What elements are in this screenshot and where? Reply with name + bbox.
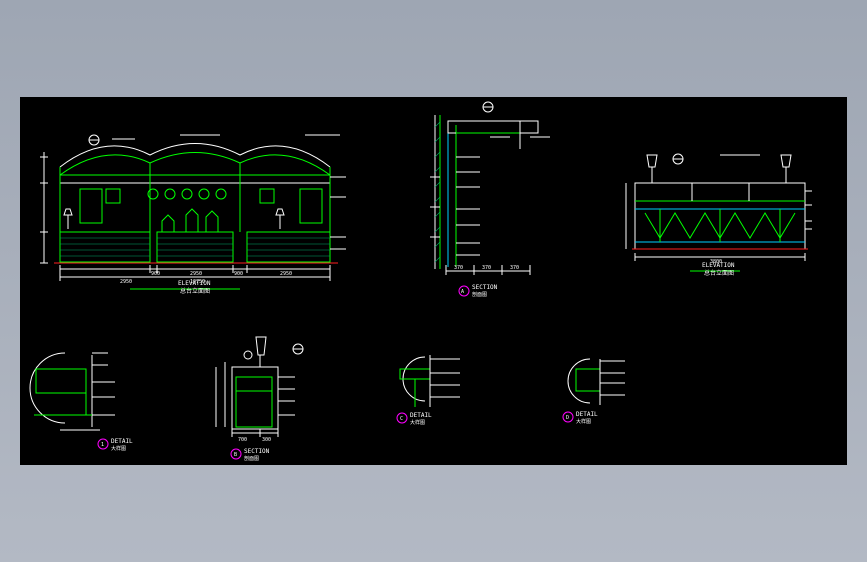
section-b — [215, 336, 295, 437]
section-a-top-marker-icon — [482, 101, 494, 113]
detail-c-title: DETAIL — [410, 412, 432, 419]
elev1-total: 10750 — [190, 279, 205, 285]
elev1-dim-3: 2950 — [190, 271, 202, 277]
section-a — [430, 115, 550, 275]
section-b-subtitle: 剖面图 — [244, 455, 259, 462]
elev1-dim-2: 900 — [151, 271, 160, 277]
detail-1-subtitle: 大样图 — [111, 445, 126, 452]
elev1-title: ELEVATION — [178, 280, 211, 287]
detail-d — [567, 358, 625, 405]
section-b-title: SECTION — [244, 448, 270, 455]
elev2-dim: 3800 — [710, 259, 722, 265]
detail-1 — [29, 352, 115, 431]
elev1-dim-4: 900 — [234, 271, 243, 277]
cad-drawing: 2950 900 2950 900 2950 10750 ELEVATION 总… — [29, 101, 812, 462]
elev1-dim-5: 2950 — [280, 271, 292, 277]
section-a-dim-3: 370 — [510, 265, 519, 271]
section-a-dim-2: 370 — [482, 265, 491, 271]
elevation-2 — [625, 154, 812, 272]
detail-1-title: DETAIL — [111, 438, 133, 445]
section-a-title: SECTION — [472, 284, 498, 291]
elev1-dim-1: 2950 — [120, 279, 132, 285]
counter-lattice — [60, 237, 330, 257]
section-b-marker-letter: B — [234, 452, 237, 458]
elev2-title: ELEVATION — [702, 262, 735, 269]
detail-c — [399, 355, 460, 407]
section-b-dim-2: 300 — [262, 437, 271, 443]
section-b-dim-1: 700 — [238, 437, 247, 443]
section-b-marker: B — [230, 448, 242, 460]
section-a-dim-1: 370 — [454, 265, 463, 271]
section-a-hatch — [434, 121, 441, 263]
detail-c-subtitle: 大样图 — [410, 419, 425, 426]
elevation-1 — [40, 134, 346, 290]
elev2-subtitle: 总台立面图 — [704, 269, 734, 277]
detail-c-marker: C — [396, 412, 408, 424]
section-a-subtitle: 剖面图 — [472, 291, 487, 298]
section-a-marker: A — [458, 285, 470, 297]
elev1-subtitle: 总台立面图 — [180, 287, 210, 295]
elevation-2-marker-icon — [672, 153, 684, 165]
detail-1-marker: 1 — [97, 438, 109, 450]
detail-d-subtitle: 大样图 — [576, 418, 591, 425]
section-a-marker-letter: A — [461, 289, 464, 295]
drawing-canvas[interactable]: 2950 900 2950 900 2950 10750 ELEVATION 总… — [20, 97, 847, 465]
detail-c-marker-letter: C — [400, 416, 403, 422]
section-marker-icon — [88, 134, 100, 146]
detail-d-marker: D — [562, 411, 574, 423]
detail-d-title: DETAIL — [576, 411, 598, 418]
detail-1-marker-letter: 1 — [101, 442, 104, 448]
detail-d-marker-letter: D — [566, 415, 569, 421]
section-b-top-marker-icon — [243, 343, 304, 360]
